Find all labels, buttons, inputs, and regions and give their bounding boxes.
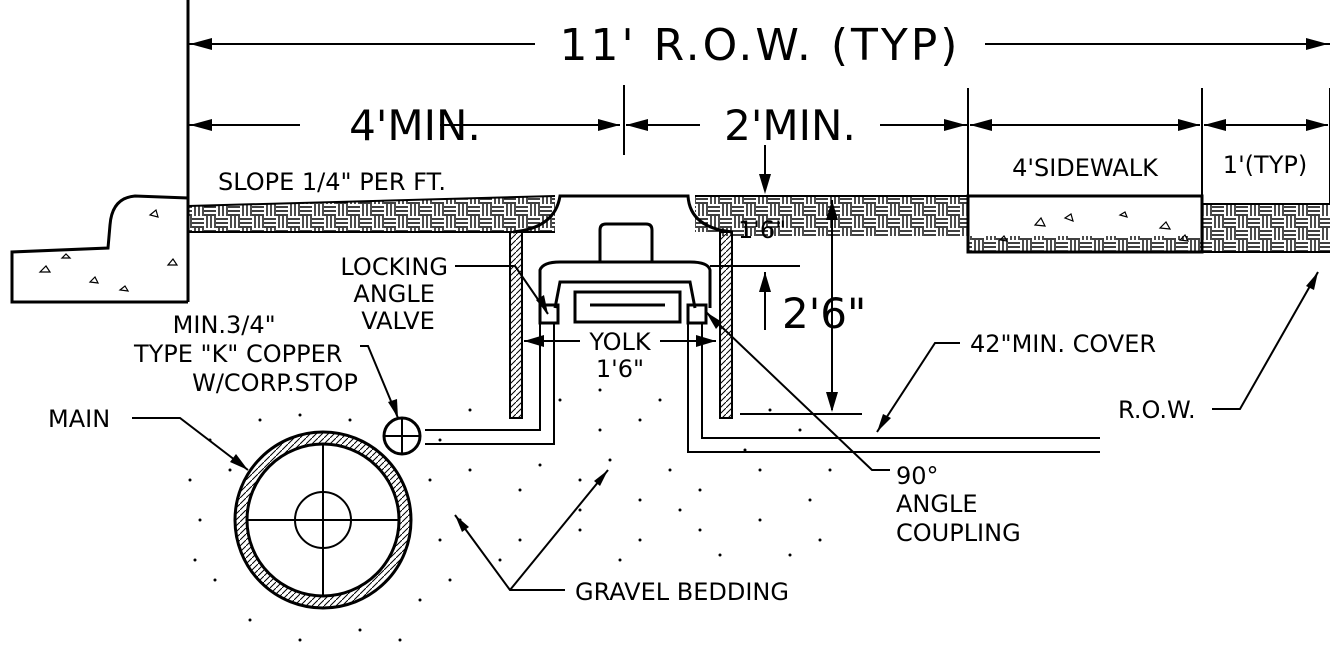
gravel-bedding-label: GRAVEL BEDDING [575, 578, 789, 606]
corp-stop-valve [382, 416, 422, 456]
meter-yoke [538, 222, 712, 325]
angle-coupling-label: 90° ANGLE COUPLING [896, 462, 1021, 547]
depth-2-6-label: 2'6" [782, 289, 866, 338]
min-2-dimension-label: 2'MIN. [724, 101, 856, 150]
copper-service-label: MIN.3/4" TYPE "K" COPPER W/CORP.STOP [133, 311, 358, 397]
depth-1-6-label: 1'6" [738, 216, 786, 244]
slope-label: SLOPE 1/4" PER FT. [218, 168, 446, 196]
locking-angle-valve-label: LOCKING ANGLE VALVE [340, 253, 455, 335]
main-label: MAIN [48, 405, 110, 433]
typ-1-dimension-label: 1'(TYP) [1223, 151, 1307, 179]
row-typ-dimension-label: 11' R.O.W. (TYP) [560, 20, 961, 71]
sidewalk-slab [966, 194, 1204, 254]
dimension-lines [188, 38, 1330, 415]
leader-lines [132, 265, 1319, 591]
service-piping [425, 323, 1100, 453]
row-label: R.O.W. [1118, 396, 1196, 424]
yolk-label: YOLK [588, 328, 652, 356]
water-main-pipe [233, 430, 413, 610]
yolk-dimension-label: 1'6" [596, 355, 644, 383]
min-4-dimension-label: 4'MIN. [349, 101, 481, 150]
curb [10, 0, 190, 304]
gravel-bedding [188, 388, 832, 642]
sidewalk-dimension-label: 4'SIDEWALK [1012, 154, 1159, 182]
min-cover-label: 42"MIN. COVER [970, 330, 1156, 358]
